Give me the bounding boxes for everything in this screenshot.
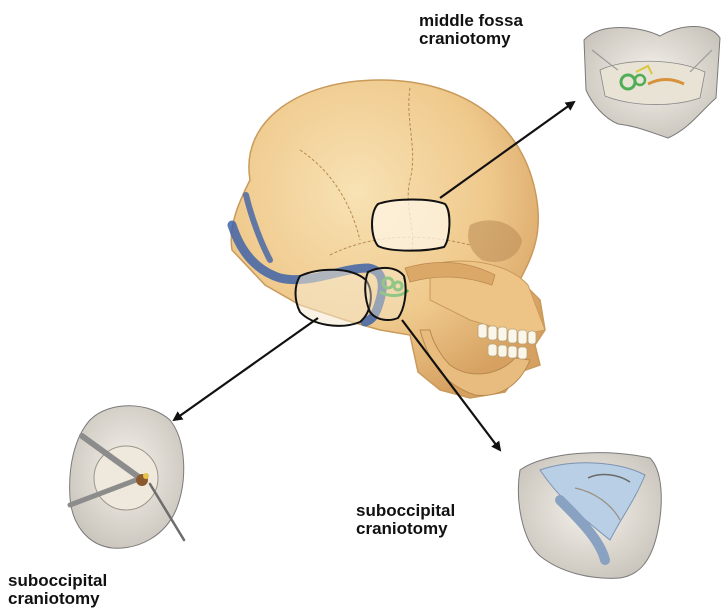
arrow-suboccipital-left — [174, 318, 318, 420]
suboccipital-inset-right — [518, 453, 661, 579]
suboccipital-label-left: suboccipital craniotomy — [8, 572, 107, 608]
middle-fossa-label-line1: middle fossa — [419, 12, 523, 30]
suboccipital-label-left-line2: craniotomy — [8, 590, 107, 608]
suboccipital-label-right-line1: suboccipital — [356, 502, 455, 520]
suboccipital-label-right-line2: craniotomy — [356, 520, 455, 538]
suboccipital-outline-left — [296, 270, 371, 326]
middle-fossa-inset — [584, 27, 720, 139]
suboccipital-label-left-line1: suboccipital — [8, 572, 107, 590]
middle-fossa-outline — [372, 200, 449, 251]
middle-fossa-label: middle fossa craniotomy — [419, 12, 523, 48]
suboccipital-label-right: suboccipital craniotomy — [356, 502, 455, 538]
suboccipital-outline-right — [365, 268, 405, 320]
suboccipital-inset-left — [70, 406, 184, 548]
middle-fossa-label-line2: craniotomy — [419, 30, 523, 48]
